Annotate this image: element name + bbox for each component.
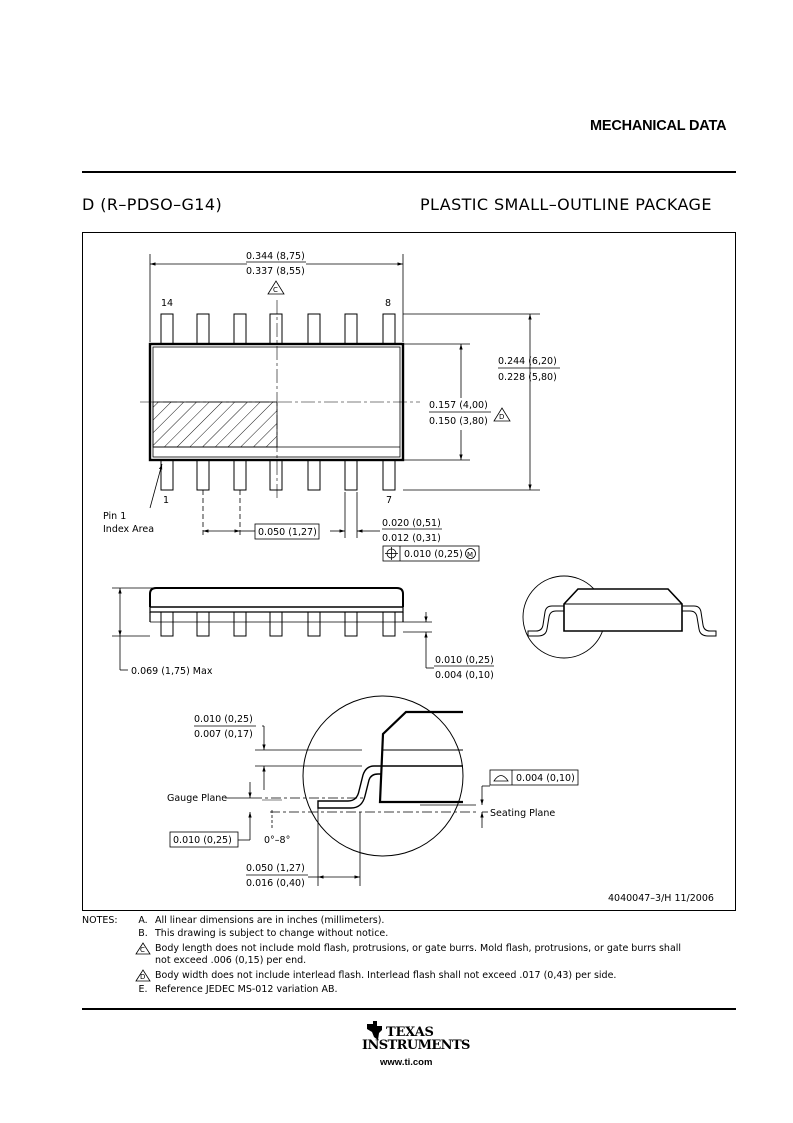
detail-view [169, 695, 579, 886]
note-ref-c-triangle [267, 280, 285, 295]
coplanarity-value: 0.004 (0,10) [516, 773, 575, 784]
footer-url[interactable]: www.ti.com [380, 1057, 433, 1068]
note-ref-c-letter: C [273, 286, 278, 294]
footer-rule [82, 1008, 736, 1010]
note-c-letter: C [140, 946, 145, 954]
pin1-label-line1: Pin 1 [103, 511, 126, 522]
note-c-text: Body length does not include mold flash,… [155, 943, 682, 954]
body-width-max: 0.157 (4,00) [429, 400, 488, 411]
overall-width-max: 0.244 (6,20) [498, 356, 557, 367]
package-code: D (R–PDSO–G14) [82, 195, 223, 214]
ti-logo-line1: TEXAS [386, 1025, 434, 1040]
pin1-label-line2: Index Area [103, 524, 154, 535]
lead-width-max: 0.020 (0,51) [382, 518, 441, 529]
standoff-max: 0.010 (0,25) [435, 655, 494, 666]
body-width-min: 0.150 (3,80) [429, 416, 488, 427]
pin-label-1: 1 [163, 495, 169, 506]
note-c-triangle-icon [135, 942, 151, 955]
lead-thickness-min: 0.007 (0,17) [194, 729, 253, 740]
overall-width-min: 0.228 (5,80) [498, 372, 557, 383]
note-d-text: Body width does not include interlead fl… [155, 970, 617, 981]
pitch-value: 0.050 (1,27) [258, 527, 317, 538]
drawing-frame [82, 232, 736, 911]
angle-value: 0°–8° [264, 835, 290, 846]
note-b-text: This drawing is subject to change withou… [155, 928, 389, 939]
note-c-text-continued: not exceed .006 (0,15) per end. [155, 955, 307, 966]
ti-logo-line2: INSTRUMENTS [362, 1038, 470, 1053]
note-a-letter: A. [138, 915, 148, 926]
header-rule [82, 171, 736, 173]
top-view [140, 254, 560, 562]
lead-thickness-max: 0.010 (0,25) [194, 714, 253, 725]
lead-width-min: 0.012 (0,31) [382, 533, 441, 544]
foot-length-max: 0.050 (1,27) [246, 863, 305, 874]
notes-section: NOTES: A. All linear dimensions are in i… [82, 915, 722, 995]
end-view [522, 575, 717, 659]
standoff-min: 0.004 (0,10) [435, 670, 494, 681]
pin-label-14: 14 [161, 298, 173, 309]
note-d-letter: D [140, 973, 146, 981]
gauge-plane-label: Gauge Plane [167, 793, 227, 804]
note-b-letter: B. [138, 928, 148, 939]
gauge-offset-value: 0.010 (0,25) [173, 835, 232, 846]
position-tolerance: 0.010 (0,25) [404, 549, 463, 560]
note-d-triangle-icon [135, 969, 151, 982]
foot-length-min: 0.016 (0,40) [246, 878, 305, 889]
max-height: 0.069 (1,75) Max [131, 666, 213, 677]
note-e-text: Reference JEDEC MS-012 variation AB. [155, 984, 338, 995]
pin-label-7: 7 [386, 495, 392, 506]
section-title: MECHANICAL DATA [590, 118, 727, 134]
package-description: PLASTIC SMALL–OUTLINE PACKAGE [420, 195, 712, 214]
note-a-text: All linear dimensions are in inches (mil… [155, 915, 385, 926]
note-e-letter: E. [138, 984, 148, 995]
pin-label-8: 8 [385, 298, 391, 309]
note-ref-d-letter: D [499, 413, 504, 421]
notes-label: NOTES: [82, 915, 118, 926]
note-ref-d-triangle [493, 407, 511, 422]
body-length-max: 0.344 (8,75) [246, 251, 305, 262]
seating-plane-label: Seating Plane [490, 808, 555, 819]
top-leads [160, 313, 396, 345]
ti-logo-icon [367, 1021, 382, 1040]
bottom-leads [160, 459, 396, 491]
drawing-id: 4040047–3/H 11/2006 [608, 893, 714, 904]
body-length-min: 0.337 (8,55) [246, 266, 305, 277]
side-view [112, 587, 494, 671]
mmc-symbol: M [467, 551, 473, 559]
